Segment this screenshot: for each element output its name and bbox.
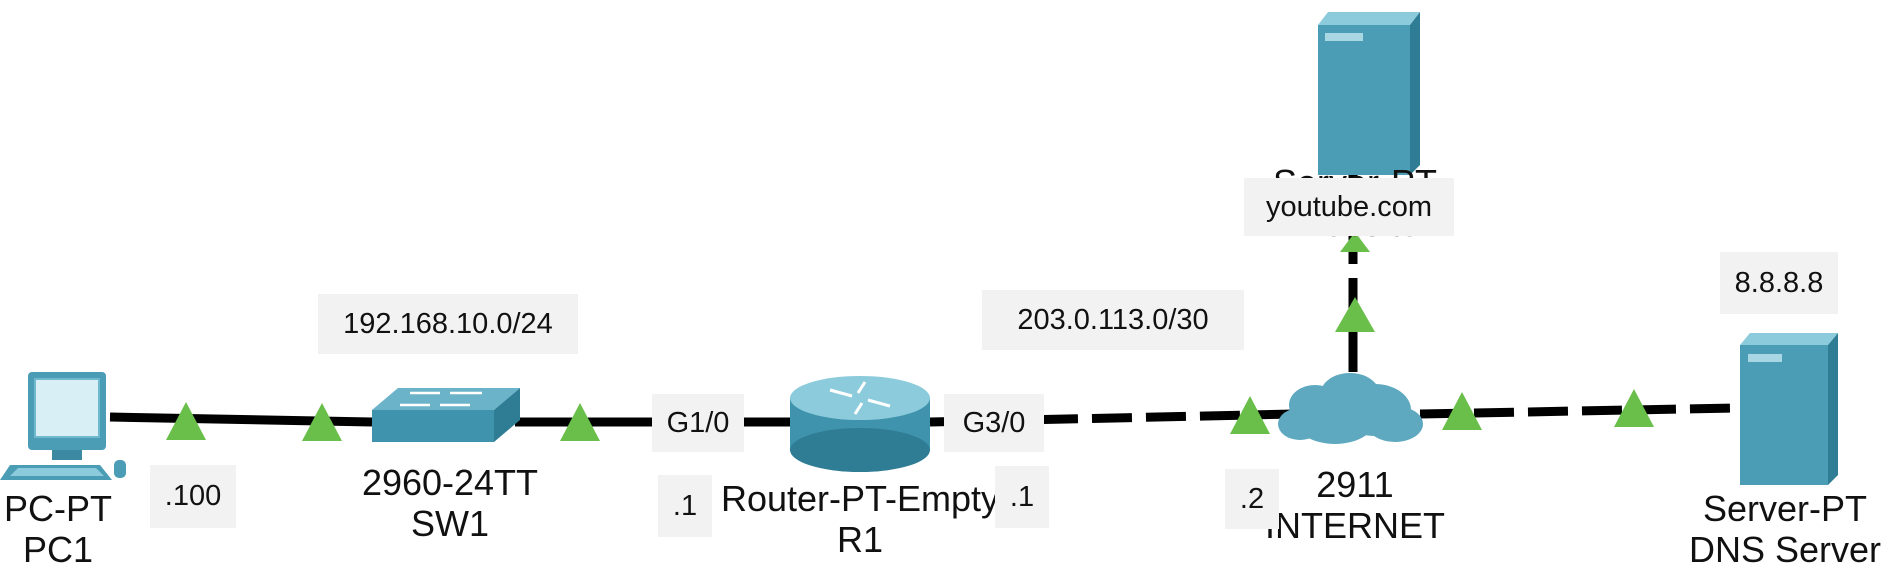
server-icon[interactable] bbox=[1740, 333, 1838, 485]
dns-model: Server-PT bbox=[1702, 488, 1868, 529]
link-status-indicators bbox=[166, 232, 1654, 441]
r1-g10-ip-note[interactable]: .1 bbox=[658, 475, 712, 537]
sw1-name: SW1 bbox=[410, 503, 489, 544]
pc1-model: PC-PT bbox=[4, 488, 112, 529]
wan-network-note[interactable]: 203.0.113.0/30 bbox=[982, 290, 1244, 350]
link-up-icon bbox=[1230, 396, 1270, 434]
r1-model: Router-PT-Empty bbox=[720, 478, 1000, 519]
cloud-icon[interactable] bbox=[1278, 373, 1423, 444]
internet-name: INTERNET bbox=[1265, 505, 1445, 546]
dns-name: DNS Server bbox=[1688, 529, 1882, 570]
internet-model: 2911 bbox=[1316, 464, 1394, 505]
internet-ip-note[interactable]: .2 bbox=[1225, 469, 1279, 529]
link-up-icon bbox=[1614, 389, 1654, 427]
device-label-dns: Server-PT DNS Server bbox=[1680, 488, 1890, 570]
link-up-icon bbox=[1442, 392, 1482, 430]
links bbox=[109, 160, 1736, 427]
device-label-pc1: PC-PT PC1 bbox=[2, 488, 114, 570]
r1-name: R1 bbox=[836, 519, 884, 560]
device-label-r1: Router-PT-Empty R1 bbox=[700, 478, 1020, 560]
pc1-name: PC1 bbox=[22, 529, 94, 570]
link-up-icon bbox=[1340, 232, 1370, 252]
dns-ip-note[interactable]: 8.8.8.8 bbox=[1720, 252, 1838, 314]
link-up-icon bbox=[560, 403, 600, 441]
lan-network-note[interactable]: 192.168.10.0/24 bbox=[318, 294, 578, 354]
link-up-icon bbox=[302, 403, 342, 441]
r1-g30-ip-note[interactable]: .1 bbox=[995, 466, 1049, 528]
r1-interface-left[interactable]: G1/0 bbox=[652, 394, 744, 452]
link-pc1-sw1[interactable] bbox=[109, 412, 373, 427]
device-label-sw1: 2960-24TT SW1 bbox=[350, 462, 550, 544]
website-name-note[interactable]: youtube.com bbox=[1244, 178, 1454, 236]
router-icon[interactable] bbox=[790, 376, 930, 472]
pc-ip-note[interactable]: .100 bbox=[150, 465, 236, 528]
link-up-icon bbox=[1335, 297, 1375, 332]
switch-icon[interactable] bbox=[372, 388, 520, 442]
sw1-model: 2960-24TT bbox=[361, 462, 539, 503]
r1-interface-right[interactable]: G3/0 bbox=[944, 394, 1044, 452]
pc-icon[interactable] bbox=[0, 372, 126, 480]
link-up-icon bbox=[166, 402, 206, 440]
server-icon[interactable] bbox=[1318, 12, 1420, 175]
device-label-internet: 2911 INTERNET bbox=[1255, 464, 1455, 546]
